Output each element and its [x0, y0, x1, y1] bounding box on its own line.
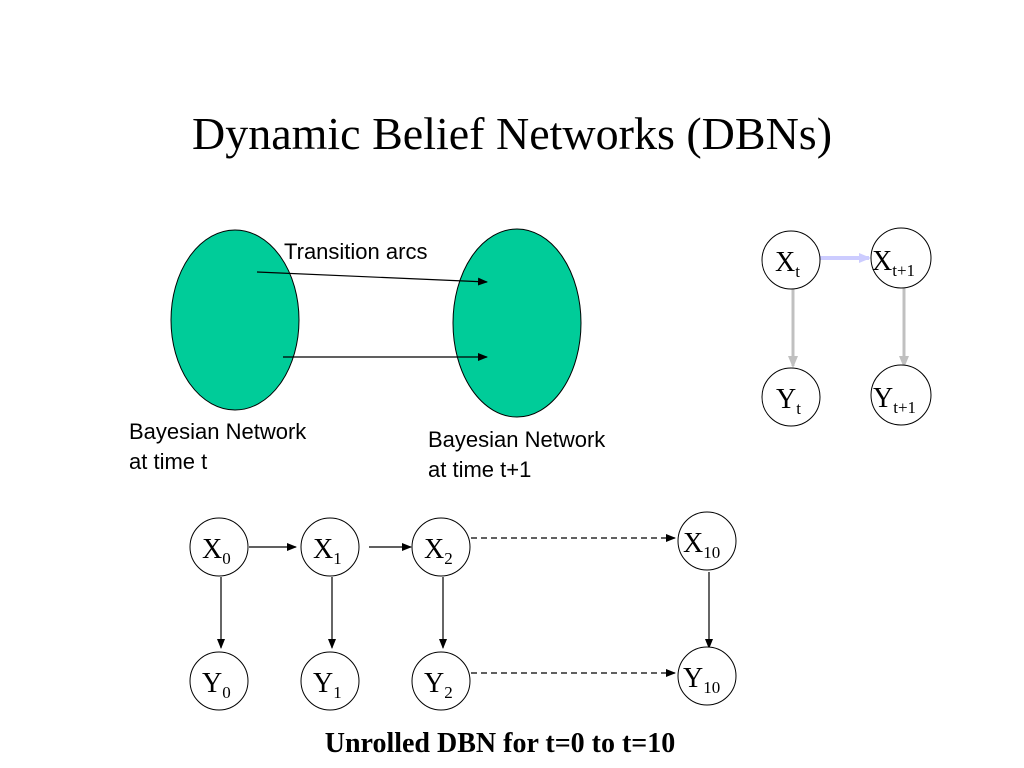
svg-text:X1: X1: [313, 534, 342, 568]
bn-time-t-label-line1: Bayesian Network: [129, 419, 307, 444]
unrolled-node-x10: X10: [677, 511, 737, 571]
unrolled-node-y2: Y2: [411, 651, 471, 711]
unrolled-dbn-caption: Unrolled DBN for t=0 to t=10: [324, 728, 676, 759]
bn-time-t1-label-line1: Bayesian Network: [428, 427, 606, 452]
svg-text:Y0: Y0: [202, 668, 231, 702]
bn-time-t1-label-line2: at time t+1: [428, 457, 532, 482]
bn-ellipse-time-t1: [452, 228, 582, 418]
unrolled-node-y0: Y0: [189, 651, 249, 711]
slide-title: Dynamic Belief Networks (DBNs): [191, 108, 833, 159]
bn-time-t-label-line2: at time t: [129, 449, 208, 474]
svg-text:X10: X10: [683, 528, 720, 562]
unrolled-node-y10: Y10: [677, 646, 737, 706]
transition-arc-upper: [256, 271, 488, 286]
template-node-y-t1: Yt+1: [870, 364, 932, 426]
unrolled-node-y1: Y1: [300, 651, 360, 711]
svg-text:Y2: Y2: [424, 668, 453, 702]
svg-text:Y1: Y1: [313, 668, 342, 702]
transition-arcs-label: Transition arcs: [284, 239, 428, 264]
svg-text:Y10: Y10: [683, 663, 720, 697]
svg-text:X2: X2: [424, 534, 453, 568]
bn-ellipse-time-t: [170, 229, 300, 411]
unrolled-node-x0: X0: [189, 517, 249, 577]
unrolled-node-x2: X2: [411, 517, 471, 577]
template-node-y-t: Yt: [761, 367, 821, 427]
svg-text:Yt+1: Yt+1: [873, 383, 916, 417]
svg-text:X0: X0: [202, 534, 231, 568]
svg-text:Xt+1: Xt+1: [872, 246, 915, 280]
svg-text:Xt: Xt: [775, 247, 800, 281]
template-node-x-t: Xt: [761, 230, 821, 290]
svg-text:Yt: Yt: [776, 384, 801, 418]
template-node-x-t1: Xt+1: [870, 227, 932, 289]
unrolled-node-x1: X1: [300, 517, 360, 577]
